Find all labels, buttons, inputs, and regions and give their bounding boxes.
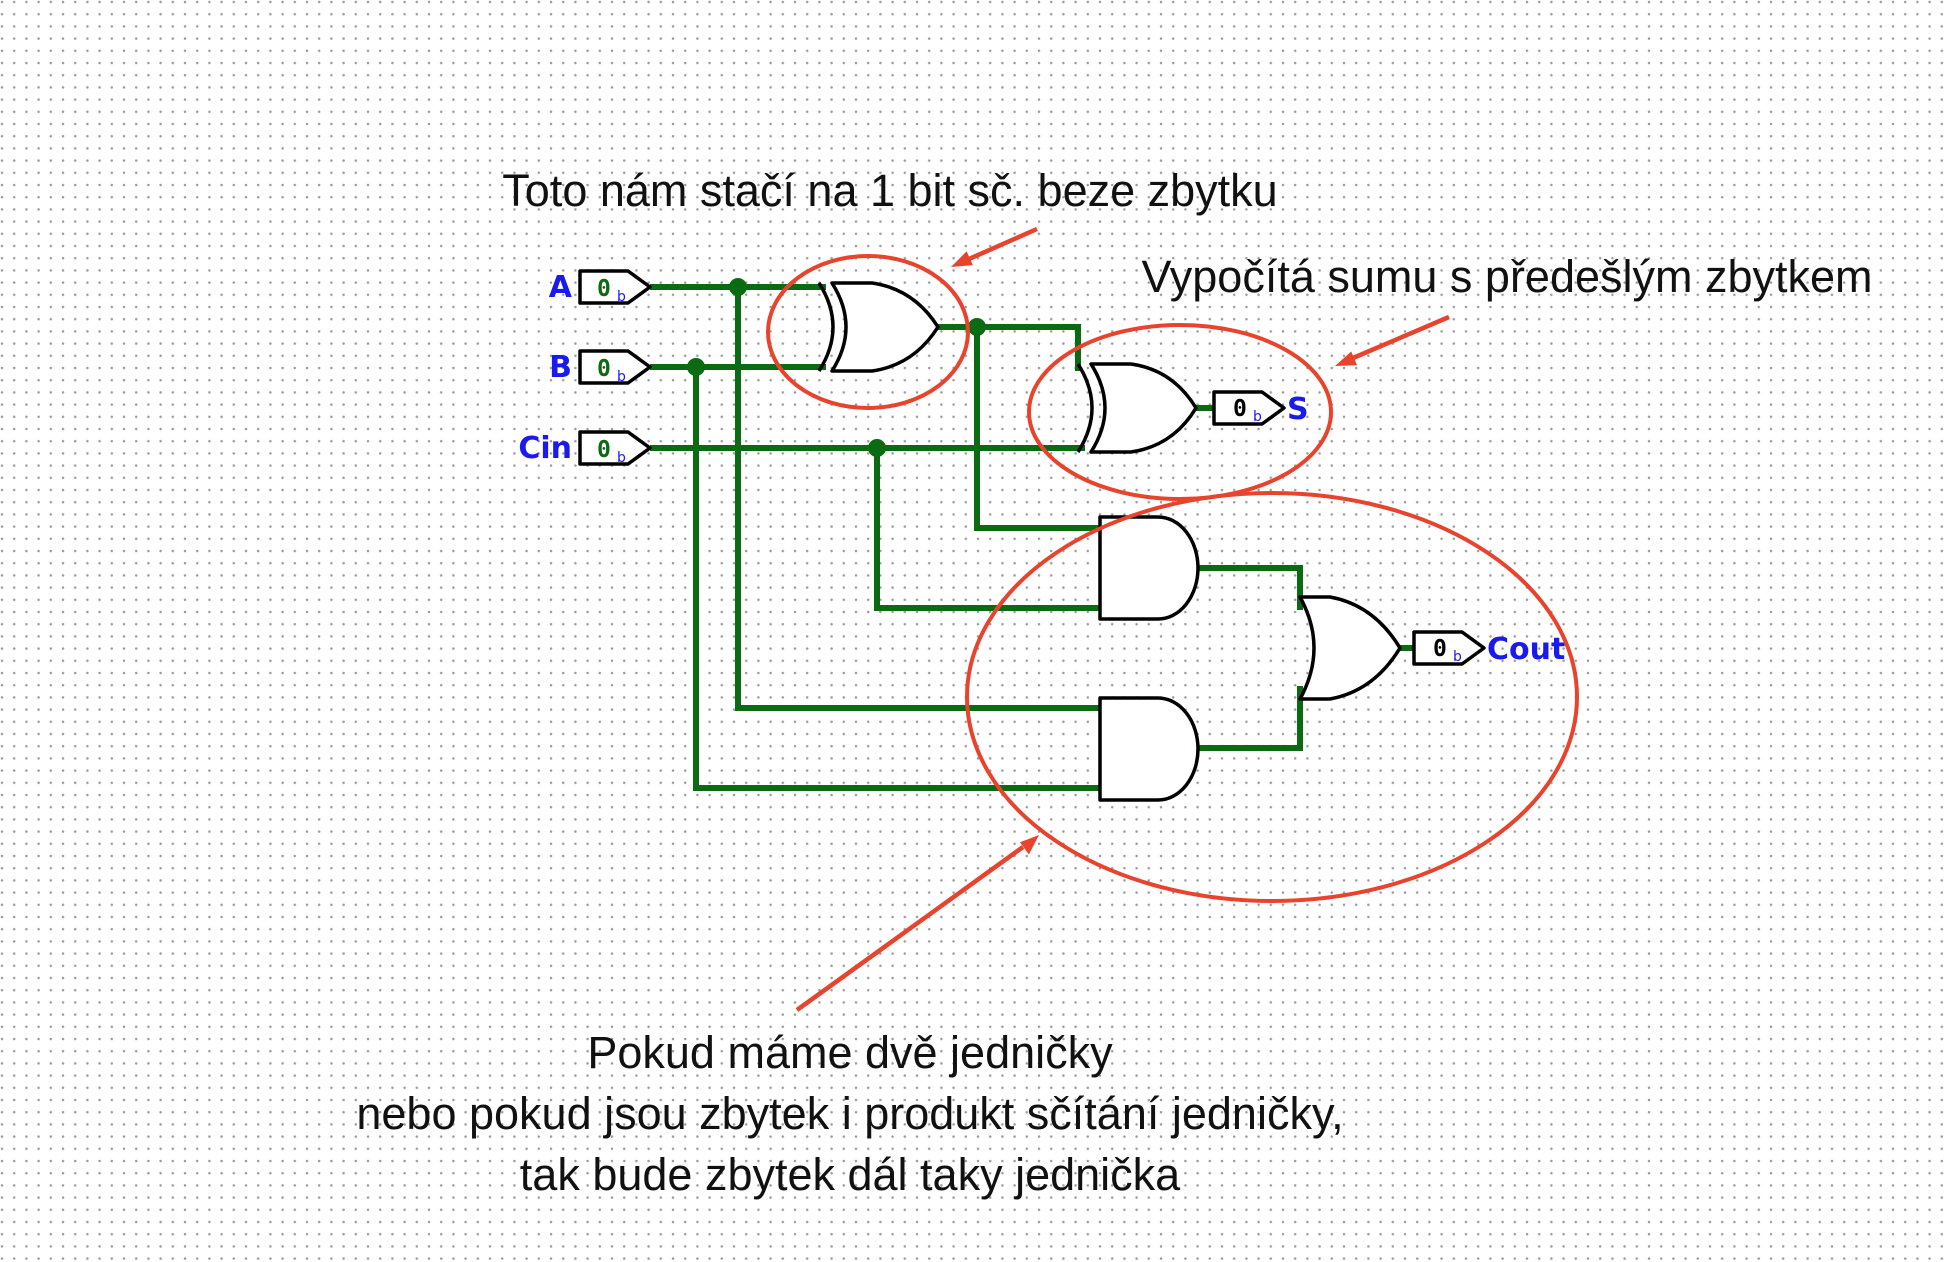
input-cin-label: Cin [518,431,572,466]
junction-xor1 [968,318,986,336]
input-cin-value: 0 [597,437,611,463]
arrow-to-carry-logic [795,835,1039,1012]
wire-and1-to-or [1195,565,1303,610]
annotation-right: Vypočítá sumu s předešlým zbytkem [1141,251,1872,302]
arrow-to-xor1 [951,226,1038,267]
output-s-label: S [1287,392,1309,427]
input-cin-radix: b [617,450,626,466]
ring-xor2 [1027,323,1333,501]
output-cout-label: Cout [1487,632,1565,667]
annotation-texts: Toto nám stačí na 1 bit sč. beze zbytku … [356,165,1872,1200]
output-s-radix: b [1253,409,1262,425]
wire-b-down-to-and2 [693,364,1103,791]
input-pin-cin[interactable]: 0 b Cin [518,430,652,466]
or-gate [1298,595,1402,701]
output-cout-value: 0 [1433,636,1447,662]
arrow-to-xor2 [1335,314,1450,366]
and-gate-2 [1098,696,1200,802]
annotation-bottom-line3: tak bude zbytek dál taky jednička [520,1149,1181,1200]
junction-cin [868,439,886,457]
annotation-rings [766,254,1579,903]
input-a-value: 0 [597,276,611,302]
output-s-value: 0 [1233,396,1247,422]
annotation-arrows [795,226,1450,1012]
and-gate-1 [1098,515,1200,621]
input-pin-a[interactable]: 0 b A [549,269,652,305]
ring-carry-logic [965,491,1579,903]
wire-and2-to-or [1195,686,1303,751]
input-a-radix: b [617,289,626,305]
input-pin-b[interactable]: 0 b B [549,349,652,385]
output-pin-cout: 0 b Cout [1412,630,1565,667]
wire-xor1-down-to-and1 [974,324,1103,531]
wire-cin-down-to-and1 [874,445,1103,611]
ring-xor1 [766,254,970,410]
wire-a-down-to-and2 [735,284,1103,711]
input-b-radix: b [617,369,626,385]
wire-junctions [687,278,986,457]
annotation-bottom-line2: nebo pokud jsou zbytek i produkt sčítání… [356,1088,1343,1139]
junction-a [729,278,747,296]
input-b-label: B [549,350,572,385]
junction-b [687,358,705,376]
xor-gate-2 [1076,362,1198,454]
xor-gate-1 [817,281,940,373]
annotation-top: Toto nám stačí na 1 bit sč. beze zbytku [502,165,1277,216]
output-pin-s: 0 b S [1212,390,1309,427]
annotation-bottom-line1: Pokud máme dvě jedničky [587,1027,1113,1078]
input-a-label: A [549,270,573,305]
input-b-value: 0 [597,356,611,382]
wires [650,284,1415,791]
output-cout-radix: b [1453,649,1462,665]
